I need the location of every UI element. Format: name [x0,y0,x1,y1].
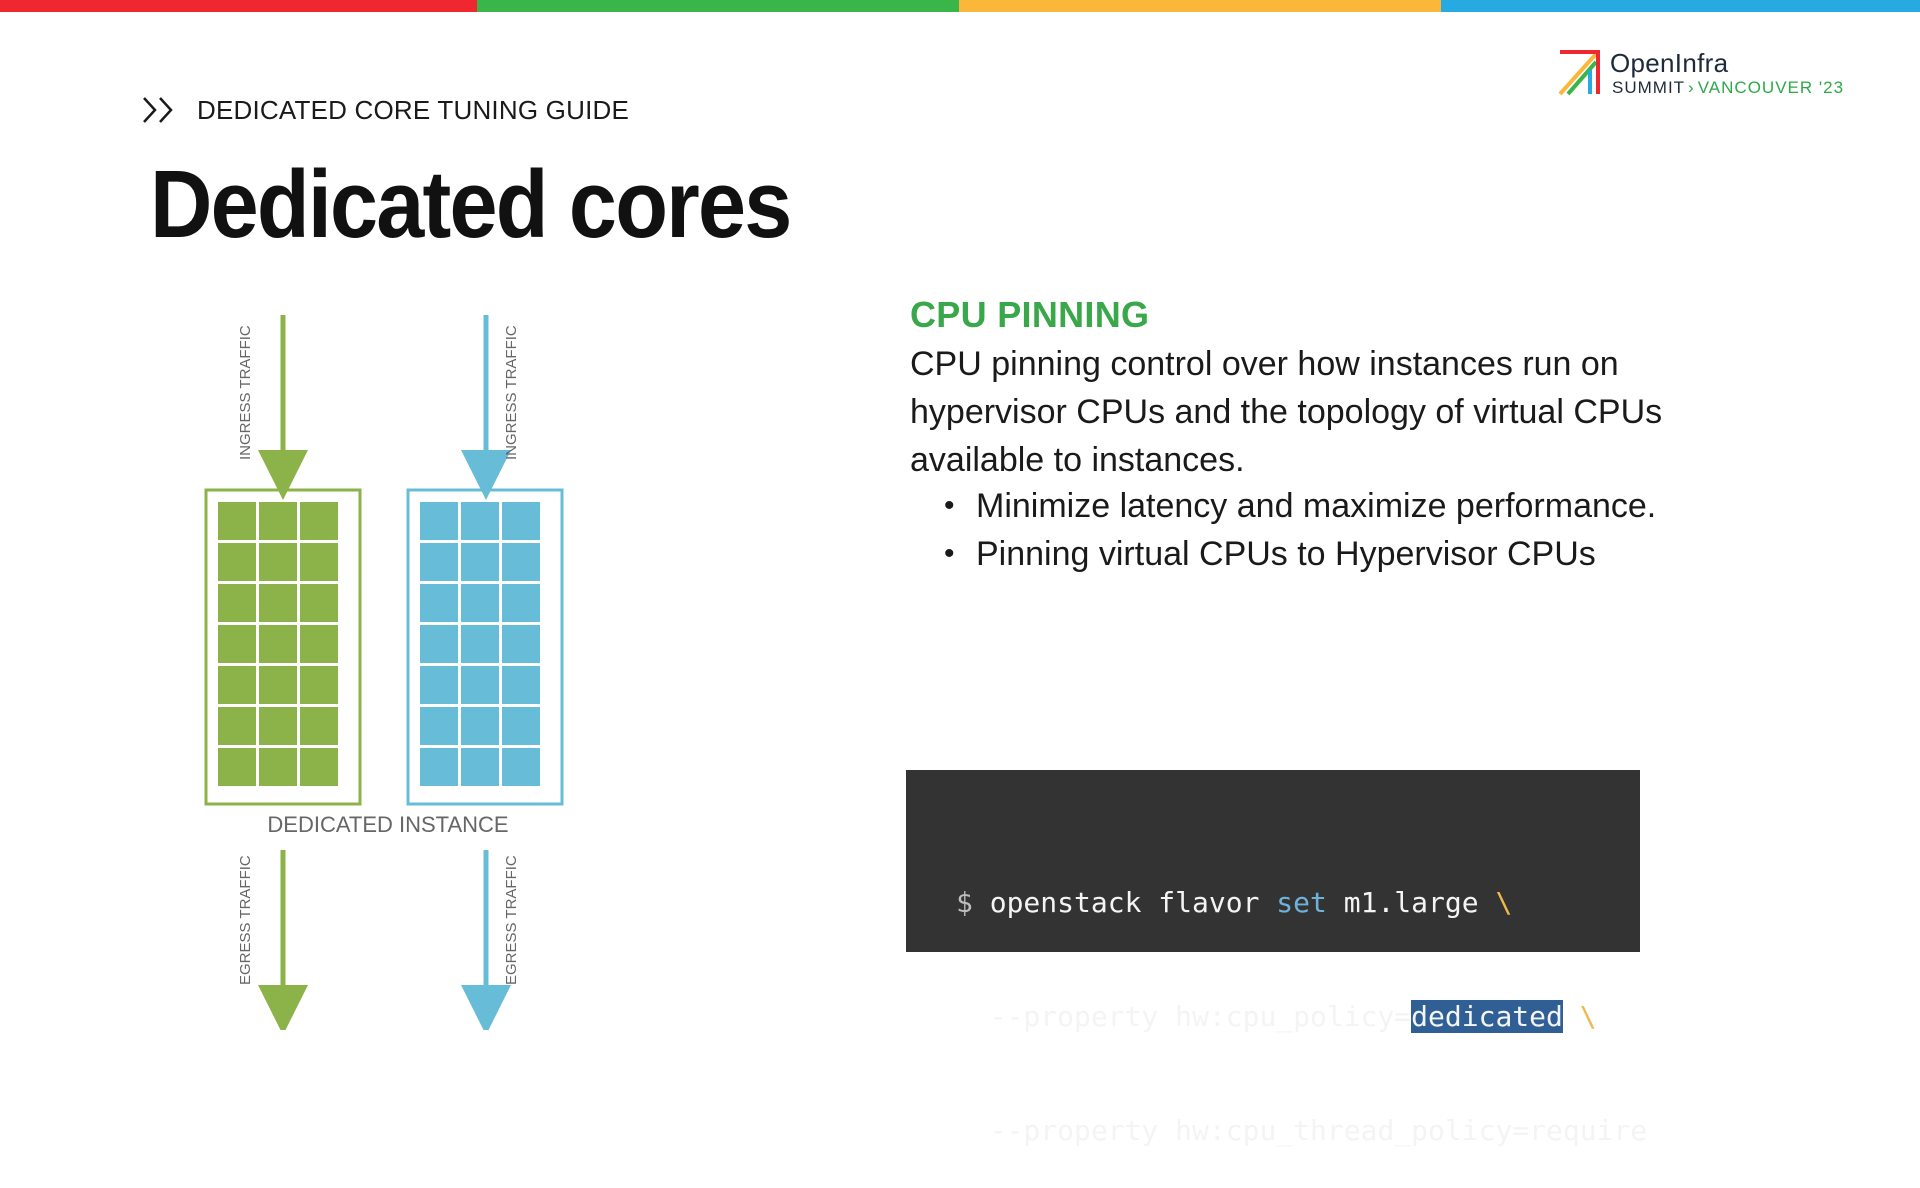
cpu-core-cell [218,707,256,745]
openinfra-logo-icon [1558,50,1600,96]
cpu-core-cell [259,625,297,663]
cpu-core-cell [218,748,256,786]
logo-city: VANCOUVER '23 [1697,78,1845,97]
cpu-core-cell [461,625,499,663]
code-line-2: --property hw:cpu_policy=dedicated \ [956,998,1640,1036]
logo-separator: › [1688,78,1695,97]
cpu-core-cell [420,543,458,581]
cpu-core-cell [218,502,256,540]
cpu-core-cell [218,625,256,663]
code-prompt: $ [956,886,990,919]
cpu-core-cell [420,666,458,704]
cpu-core-cell [502,543,540,581]
logo-subtitle: SUMMIT›VANCOUVER '23 [1612,78,1844,98]
top-bar-red [0,0,477,12]
ingress-label-blue: INGRESS TRAFFIC [503,325,520,460]
code-argument: m1.large [1326,886,1496,919]
code-indent [956,1114,990,1147]
cpu-core-cell [218,584,256,622]
code-command: openstack flavor [989,886,1277,919]
egress-label-green: EGRESS TRAFFIC [237,855,254,985]
breadcrumb-label: DEDICATED CORE TUNING GUIDE [197,94,630,125]
cpu-core-cell [259,748,297,786]
cpu-core-cell [420,584,458,622]
cpu-core-cell [300,666,338,704]
cpu-core-cell [461,584,499,622]
instance-label: DEDICATED INSTANCE [267,812,508,837]
double-chevron-right-icon [143,97,173,123]
cpu-core-cell [300,543,338,581]
cores-grid-blue [420,502,540,786]
openinfra-logo: OpenInfra SUMMIT›VANCOUVER '23 [1556,48,1876,100]
logo-summit: SUMMIT [1612,78,1686,97]
instance-box-green [204,488,362,806]
cpu-core-cell [502,502,540,540]
cpu-core-cell [259,666,297,704]
cpu-core-cell [300,707,338,745]
page-title: Dedicated cores [150,151,792,258]
top-bar-green [477,0,959,12]
cpu-core-cell [420,625,458,663]
breadcrumb: DEDICATED CORE TUNING GUIDE [141,92,629,128]
cpu-core-cell [502,584,540,622]
cpu-pinning-bullets: • Minimize latency and maximize performan… [944,482,1656,578]
bullet-text: Minimize latency and maximize performanc… [976,487,1657,525]
cpu-core-cell [461,748,499,786]
cpu-core-cell [300,584,338,622]
cpu-core-cell [259,543,297,581]
cpu-core-cell [461,666,499,704]
top-bar-yellow [959,0,1441,12]
code-property: --property hw:cpu_thread_policy=require [989,1114,1648,1147]
bullet-item: • Pinning virtual CPUs to Hypervisor CPUs [944,530,1656,578]
code-selected-text: dedicated [1411,1000,1563,1033]
instance-box-blue [406,488,564,806]
cpu-pinning-description: CPU pinning control over how instances r… [910,345,1663,479]
code-space [1563,1000,1580,1033]
cpu-core-cell [502,625,540,663]
code-continuation: \ [1495,886,1513,919]
cpu-core-cell [218,543,256,581]
egress-label-blue: EGRESS TRAFFIC [503,855,520,985]
cpu-pinning-heading: CPU PINNING [910,294,1150,335]
code-line-3: --property hw:cpu_thread_policy=require [956,1112,1647,1150]
top-bar-blue [1441,0,1920,12]
cpu-core-cell [300,502,338,540]
cpu-core-cell [420,748,458,786]
bullet-dot-icon: • [944,489,955,522]
bullet-dot-icon: • [944,537,955,570]
ingress-label-green: INGRESS TRAFFIC [237,325,254,460]
cpu-core-cell [461,543,499,581]
code-keyword: set [1276,886,1327,919]
cpu-core-cell [259,584,297,622]
logo-name: OpenInfra [1610,48,1729,78]
cpu-core-cell [300,748,338,786]
diagram-canvas: INGRESS TRAFFIC INGRESS TRAFFIC DEDICATE… [204,315,564,1030]
cpu-core-cell [502,748,540,786]
cpu-core-cell [461,707,499,745]
cpu-core-cell [259,502,297,540]
code-property: --property hw:cpu_policy= [989,1000,1412,1033]
cpu-core-cell [300,625,338,663]
code-line-1: $ openstack flavor set m1.large \ [956,884,1640,922]
cpu-core-cell [259,707,297,745]
cpu-core-cell [502,666,540,704]
code-indent [956,1000,990,1033]
cpu-core-cell [420,502,458,540]
dedicated-cores-diagram: INGRESS TRAFFIC INGRESS TRAFFIC DEDICATE… [180,300,640,1030]
cpu-core-cell [420,707,458,745]
cores-grid-green [218,502,338,786]
top-color-bar [0,0,1920,12]
cpu-core-cell [218,666,256,704]
cpu-core-cell [502,707,540,745]
code-continuation: \ [1579,1000,1597,1033]
bullet-item: • Minimize latency and maximize performan… [944,482,1656,530]
bullet-text: Pinning virtual CPUs to Hypervisor CPUs [976,535,1596,573]
code-block[interactable]: $ openstack flavor set m1.large \ --prop… [906,770,1647,1147]
cpu-core-cell [461,502,499,540]
